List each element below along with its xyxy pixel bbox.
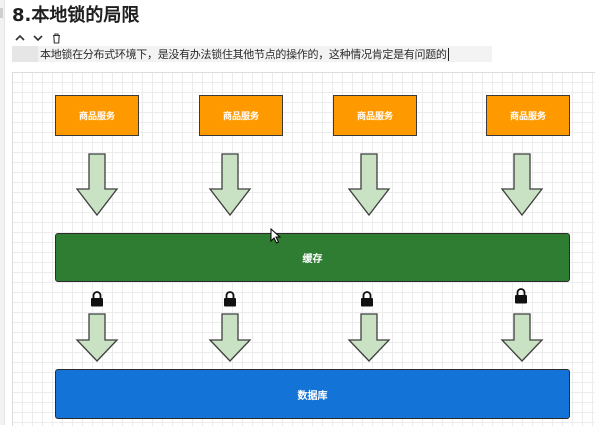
paragraph-text: 本地锁在分布式环境下，是没有办法锁住其他节点的操作的，这种情况肯定是有问题的 <box>40 48 447 61</box>
service-box-3[interactable]: 商品服务 <box>333 95 417 136</box>
gutter-marker <box>0 8 3 18</box>
lock-icon <box>224 291 236 307</box>
down-arrow-icon <box>500 153 544 217</box>
down-arrow-icon <box>347 313 391 362</box>
trash-icon[interactable] <box>50 32 62 44</box>
service-box-4[interactable]: 商品服务 <box>486 95 570 136</box>
down-arrow-icon <box>75 153 119 217</box>
service-box-1[interactable]: 商品服务 <box>55 95 139 136</box>
paragraph-indent <box>12 46 38 62</box>
mouse-cursor-icon <box>270 228 282 244</box>
down-arrow-icon <box>75 313 119 362</box>
down-arrow-icon <box>208 313 252 362</box>
lock-icon <box>515 288 527 304</box>
text-caret <box>447 47 449 61</box>
block-toolbar <box>14 31 62 45</box>
section-heading: 8.本地锁的局限 <box>12 5 140 26</box>
cache-box[interactable]: 缓存 <box>55 233 570 282</box>
chevron-down-icon[interactable] <box>32 32 44 44</box>
chevron-up-icon[interactable] <box>14 32 26 44</box>
down-arrow-icon <box>347 153 391 217</box>
diagram-canvas: 商品服务 商品服务 商品服务 商品服务 缓存 数据库 <box>12 72 595 426</box>
lock-icon <box>361 291 373 307</box>
down-arrow-icon <box>208 153 252 217</box>
down-arrow-icon <box>500 313 544 362</box>
paragraph-line[interactable]: 本地锁在分布式环境下，是没有办法锁住其他节点的操作的，这种情况肯定是有问题的 <box>12 46 492 62</box>
left-gutter <box>0 0 5 425</box>
lock-icon <box>91 291 103 307</box>
database-box[interactable]: 数据库 <box>55 369 570 419</box>
service-box-2[interactable]: 商品服务 <box>199 95 283 136</box>
